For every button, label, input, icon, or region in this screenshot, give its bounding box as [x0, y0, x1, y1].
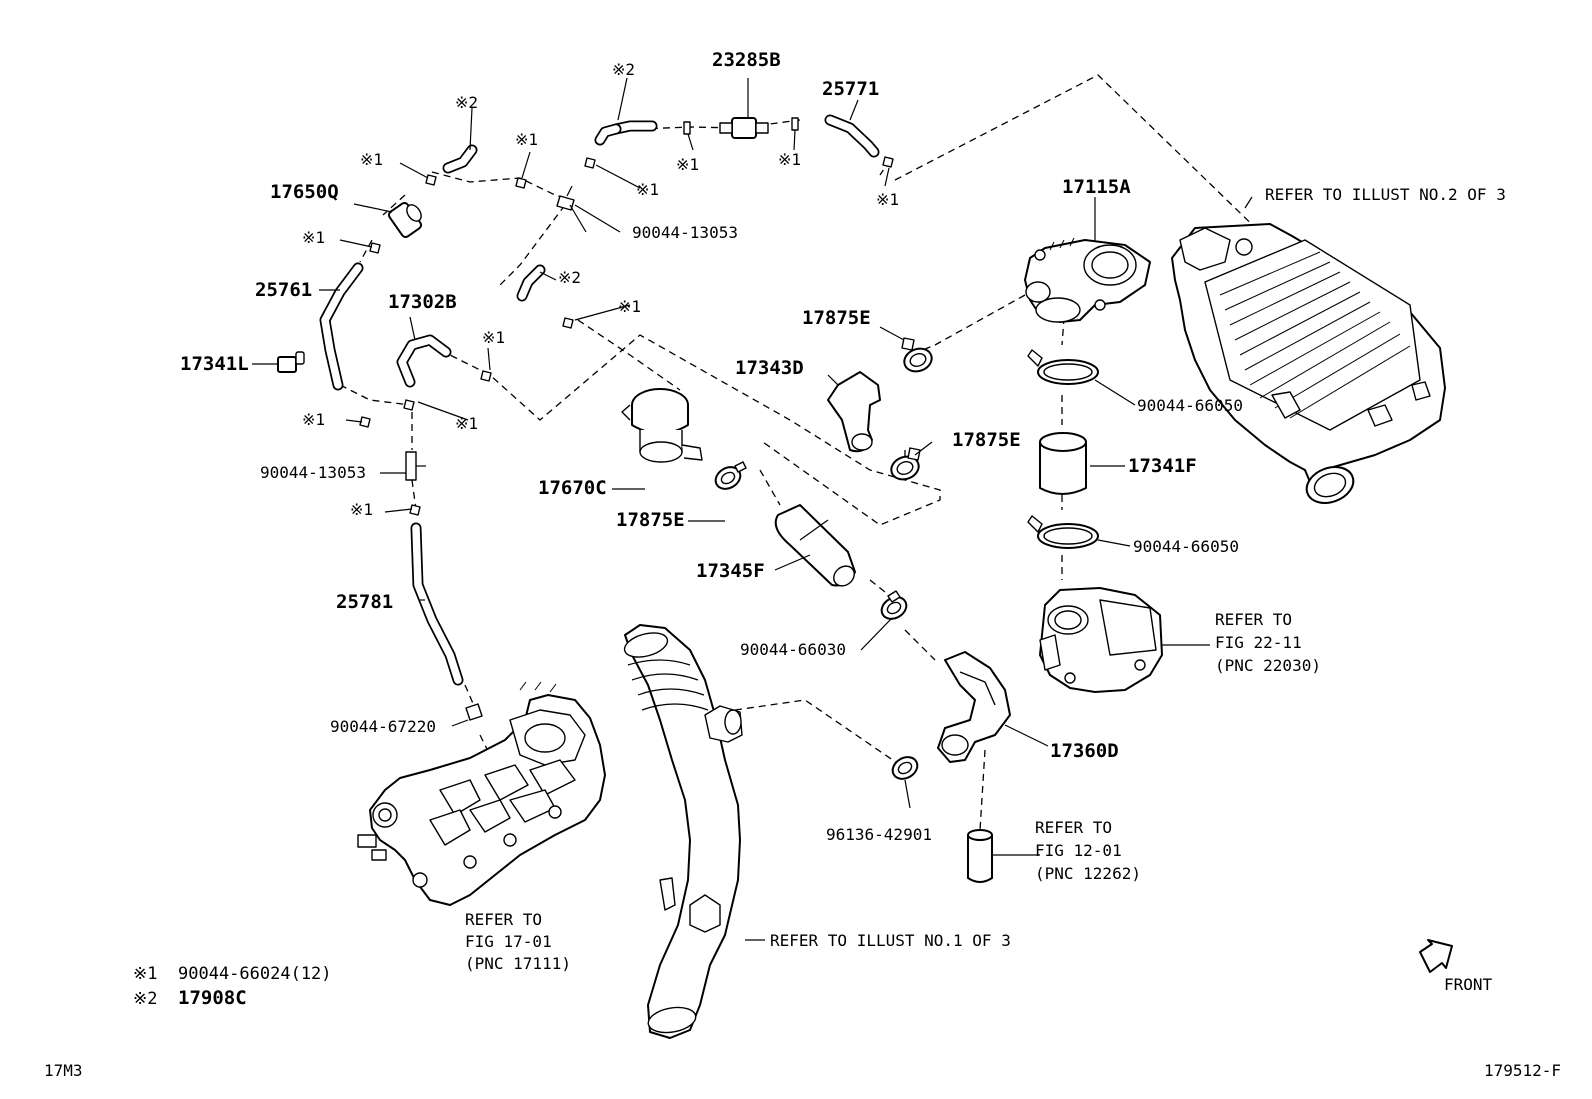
mark-2: ※2	[558, 268, 581, 287]
mark-1: ※1	[455, 414, 478, 433]
part-label-17670C[interactable]: 17670C	[538, 477, 607, 499]
intercooler	[1171, 223, 1446, 504]
mark-1: ※1	[636, 180, 659, 199]
mark-1: ※1	[302, 228, 325, 247]
reference-notes: REFER TO ILLUST NO.2 OF 3 REFER TO ILLUS…	[465, 185, 1506, 973]
mark-1: ※1	[778, 150, 801, 169]
refer-fig-12-01-line1[interactable]: REFER TO	[1035, 818, 1112, 837]
legend-mark-2: ※2	[133, 989, 157, 1009]
note-marks: ※2 ※2 ※1 ※1 ※1 ※1 ※1 ※1 ※1 ※2 ※1 ※1 ※1 ※…	[302, 60, 899, 519]
part-label-23285B[interactable]: 23285B	[712, 49, 781, 71]
mark-1: ※1	[360, 150, 383, 169]
refer-fig-17-01-line1[interactable]: REFER TO	[465, 910, 542, 929]
part-label-25781[interactable]: 25781	[336, 591, 393, 613]
part-label-17341F[interactable]: 17341F	[1128, 455, 1197, 477]
legend-text-1: 90044-66024(12)	[178, 964, 332, 984]
refer-fig-17-01-line2[interactable]: FIG 17-01	[465, 932, 552, 951]
refer-fig-12-01-line2[interactable]: FIG 12-01	[1035, 841, 1122, 860]
refer-fig-17-01-line3[interactable]: (PNC 17111)	[465, 954, 571, 973]
refer-illust-1[interactable]: REFER TO ILLUST NO.1 OF 3	[770, 931, 1011, 950]
part-label-90044-66050-lower[interactable]: 90044-66050	[1133, 537, 1239, 556]
part-label-90044-66030[interactable]: 90044-66030	[740, 640, 846, 659]
pipe-17360D	[891, 651, 1011, 883]
intake-manifold	[357, 681, 606, 906]
part-label-17302B[interactable]: 17302B	[388, 291, 457, 313]
mark-2: ※2	[455, 93, 478, 112]
part-label-90044-67220[interactable]: 90044-67220	[330, 717, 436, 736]
refer-illust-2[interactable]: REFER TO ILLUST NO.2 OF 3	[1265, 185, 1506, 204]
center-clamps-hoses	[714, 337, 933, 620]
refer-fig-22-11-line3[interactable]: (PNC 22030)	[1215, 656, 1321, 675]
refer-fig-22-11-line2[interactable]: FIG 22-11	[1215, 633, 1302, 652]
footer-code-left: 17M3	[44, 1061, 83, 1080]
leader-lines	[252, 77, 1253, 856]
mark-1: ※1	[482, 328, 505, 347]
part-label-17345F[interactable]: 17345F	[696, 560, 765, 582]
clamp-icon	[359, 156, 894, 516]
part-label-17341L[interactable]: 17341L	[180, 353, 249, 375]
legend: ※1 90044-66024(12) ※2 17908C	[133, 964, 332, 1009]
vsv-17670C	[621, 388, 703, 463]
front-arrow-icon	[1419, 939, 1453, 973]
part-label-17650Q[interactable]: 17650Q	[270, 181, 339, 203]
mark-1: ※1	[618, 297, 641, 316]
part-label-17875E-upper[interactable]: 17875E	[802, 307, 871, 329]
part-labels: 23285B 25771 17650Q 25761 17341L 17302B …	[180, 49, 1243, 844]
mark-2: ※2	[612, 60, 635, 79]
part-label-17875E-lower[interactable]: 17875E	[952, 429, 1021, 451]
refer-fig-22-11-line1[interactable]: REFER TO	[1215, 610, 1292, 629]
front-label: FRONT	[1444, 975, 1493, 994]
air-intake-hose	[623, 624, 765, 1039]
throttle-body	[1039, 587, 1210, 693]
mark-1: ※1	[676, 155, 699, 174]
mark-1: ※1	[350, 500, 373, 519]
part-label-90044-66050-upper[interactable]: 90044-66050	[1137, 396, 1243, 415]
mark-1: ※1	[515, 130, 538, 149]
part-label-25761[interactable]: 25761	[255, 279, 312, 301]
part-label-96136-42901[interactable]: 96136-42901	[826, 825, 932, 844]
mark-1: ※1	[876, 190, 899, 209]
part-label-17343D[interactable]: 17343D	[735, 357, 804, 379]
elbow-17115A	[1024, 237, 1151, 323]
part-label-17875E-left[interactable]: 17875E	[616, 509, 685, 531]
top-hose-run	[359, 114, 894, 516]
part-label-90044-13053-top[interactable]: 90044-13053	[632, 223, 738, 242]
refer-fig-12-01-line3[interactable]: (PNC 12262)	[1035, 864, 1141, 883]
left-hoses	[277, 262, 483, 721]
part-label-90044-13053-left[interactable]: 90044-13053	[260, 463, 366, 482]
legend-mark-1: ※1	[133, 964, 157, 984]
part-label-17360D[interactable]: 17360D	[1050, 740, 1119, 762]
footer-code-right: 179512-F	[1484, 1061, 1561, 1080]
connection-lines	[339, 74, 1269, 831]
legend-text-2[interactable]: 17908C	[178, 987, 247, 1009]
hose-clamps-17341F	[1027, 349, 1099, 549]
part-label-25771[interactable]: 25771	[822, 78, 879, 100]
part-label-17115A[interactable]: 17115A	[1062, 176, 1131, 198]
mark-1: ※1	[302, 410, 325, 429]
